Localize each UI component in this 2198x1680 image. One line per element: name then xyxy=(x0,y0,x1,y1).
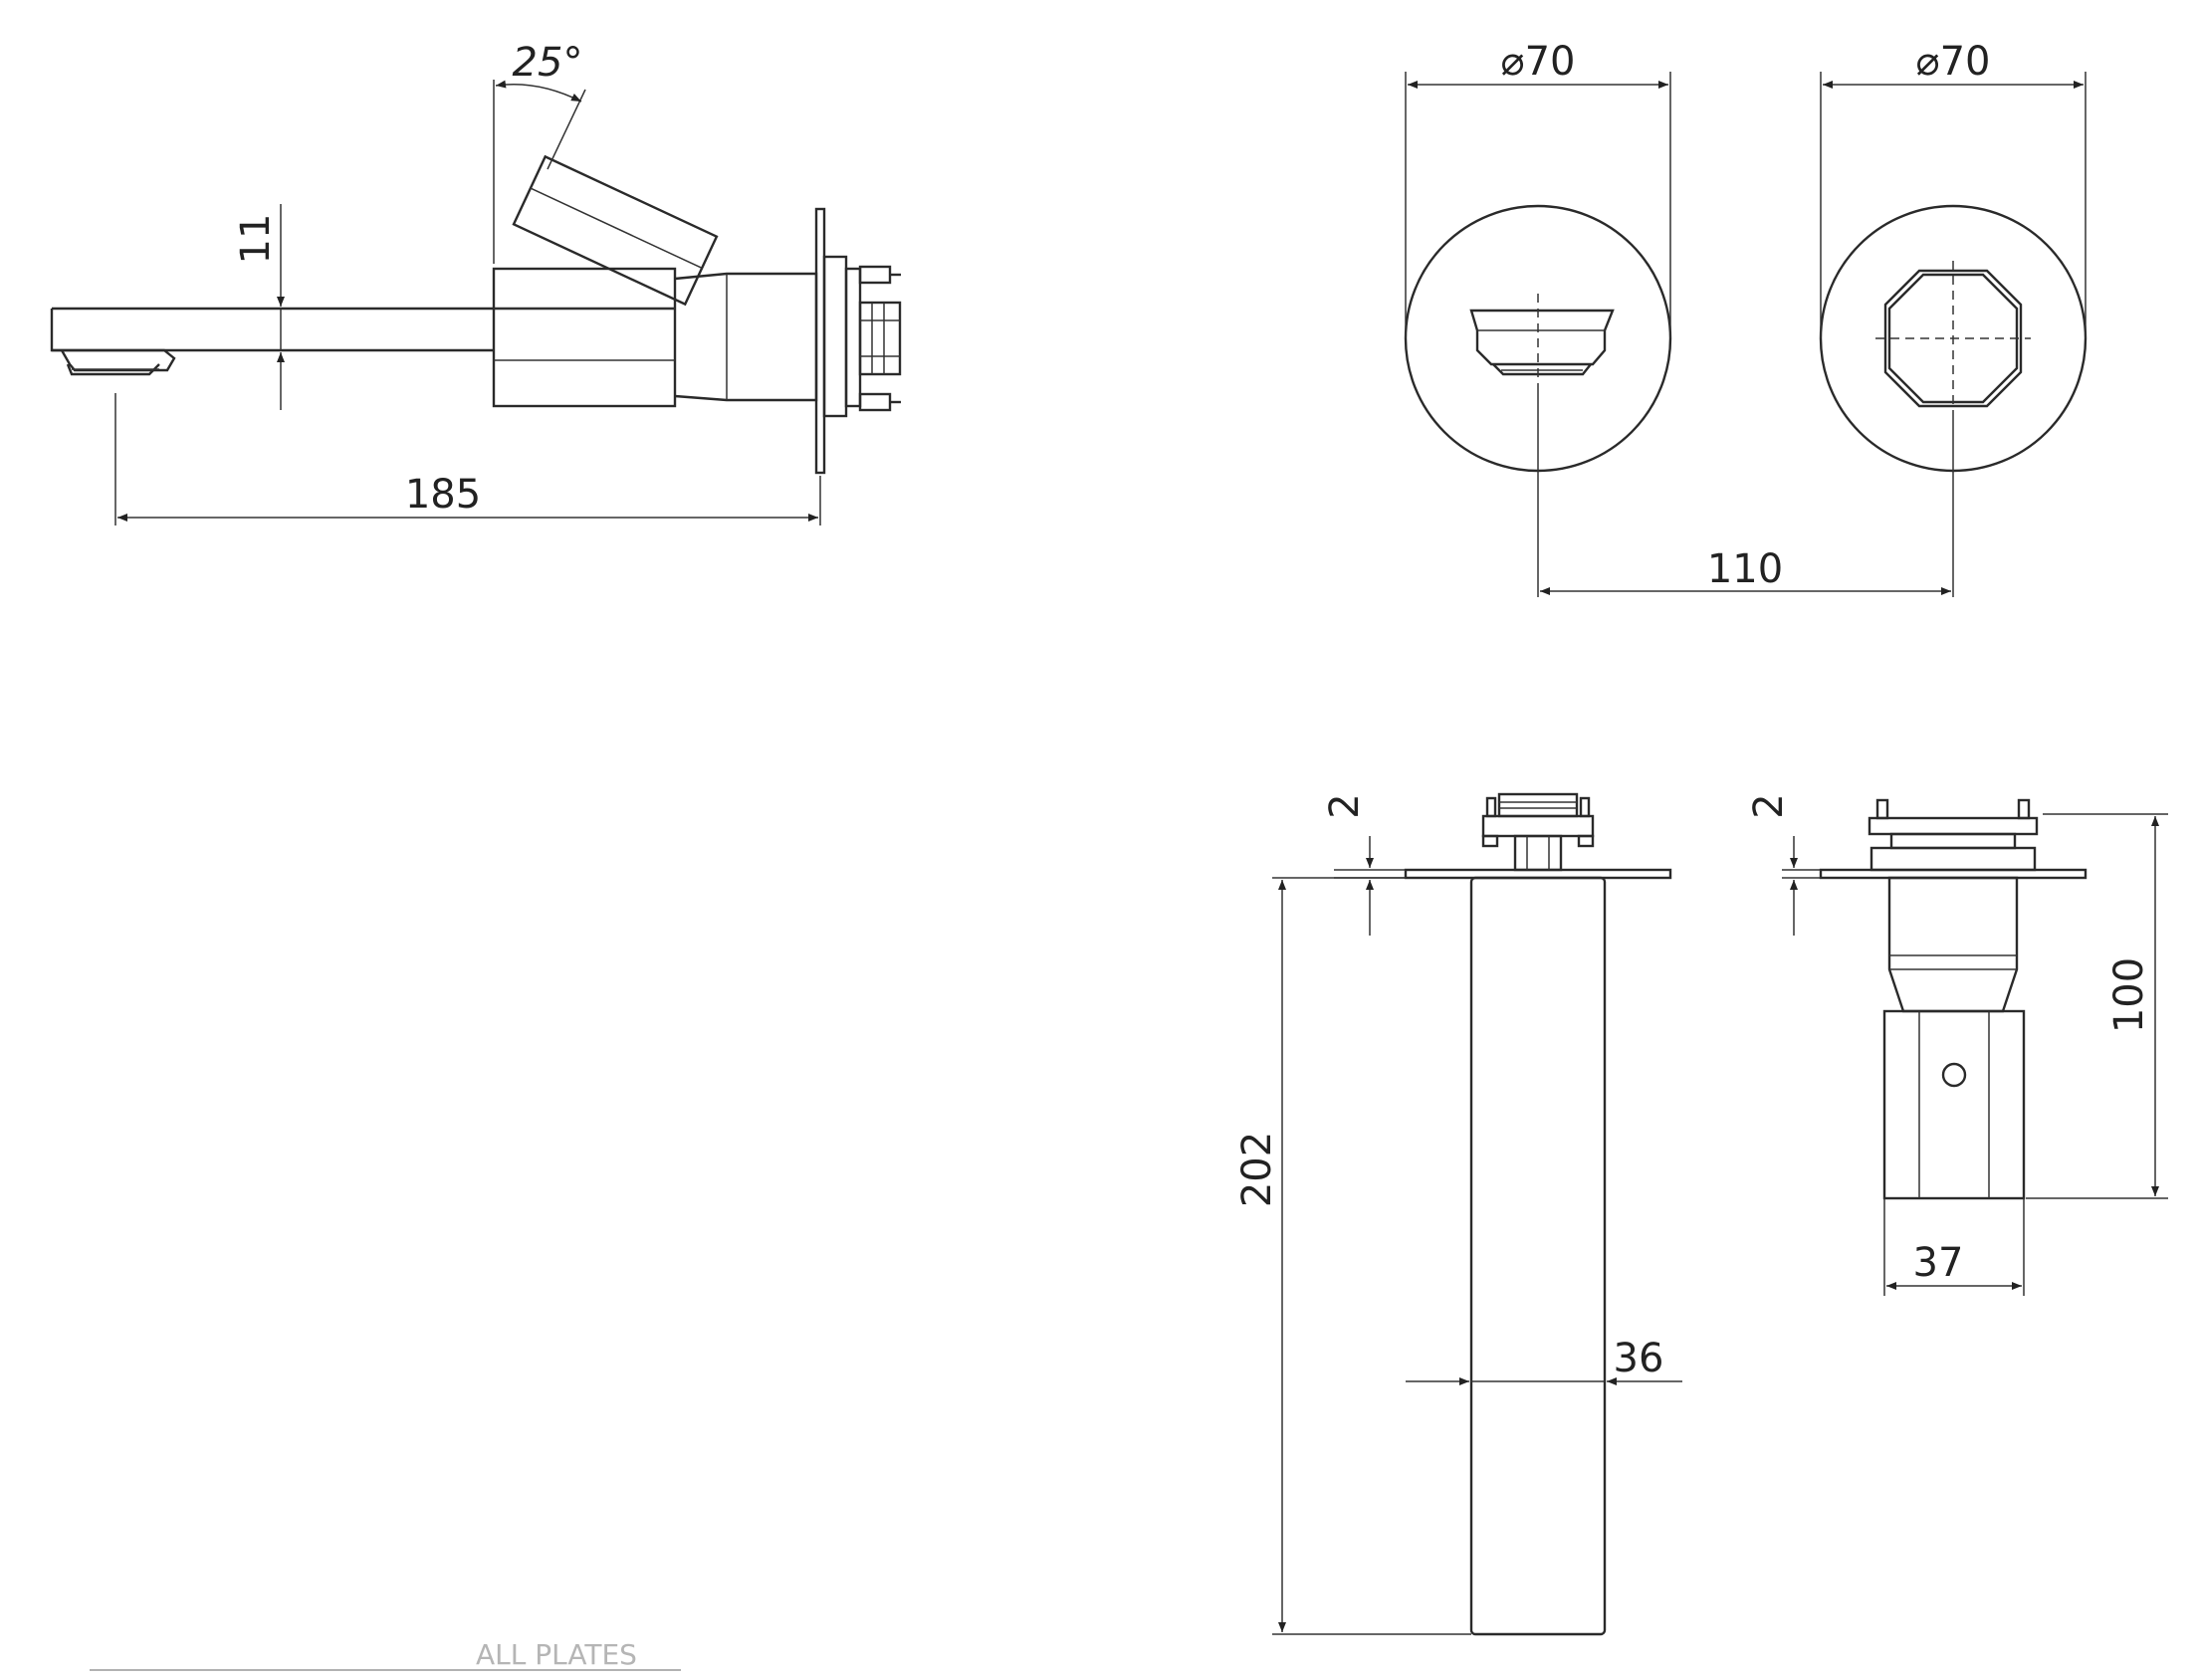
dim-mixer-width: 37 xyxy=(1883,1198,2025,1296)
dim-label: 11 xyxy=(233,214,279,265)
dim-label: 110 xyxy=(1707,546,1783,592)
bottom-view-spout: 2 202 36 xyxy=(1234,792,1682,1636)
dim-mixer-depth: 100 xyxy=(2026,813,2168,1199)
dim-plate-diameter-left: ⌀70 xyxy=(1405,39,1671,338)
dim-lever-angle: 25° xyxy=(493,40,586,264)
mounting-bracket xyxy=(822,255,902,418)
dim-label: 25° xyxy=(513,40,583,86)
front-view-handle: ⌀70 xyxy=(1819,39,2088,597)
side-view: 185 11 25° xyxy=(50,40,902,525)
front-view-spout: ⌀70 xyxy=(1404,39,1672,597)
dim-label: 100 xyxy=(2106,957,2152,1033)
bottom-view-mixer: 2 100 37 xyxy=(1746,793,2168,1296)
faint-note: ALL PLATES xyxy=(90,1638,681,1671)
lever xyxy=(512,154,719,307)
dim-centres: 110 xyxy=(1540,546,1951,595)
dim-label: 202 xyxy=(1234,1132,1280,1207)
dim-spout-height: 11 xyxy=(233,204,285,410)
dim-plate-thickness-left: 2 xyxy=(1322,793,1406,936)
dim-label: 2 xyxy=(1746,793,1792,818)
dim-body-length: 202 xyxy=(1234,877,1471,1635)
dim-label: 37 xyxy=(1913,1240,1964,1286)
dim-label: ⌀70 xyxy=(1501,39,1576,85)
dim-body-width: 36 xyxy=(1406,1336,1682,1385)
dim-plate-thickness-right: 2 xyxy=(1746,793,1821,936)
dim-spout-length: 185 xyxy=(114,393,821,525)
spout xyxy=(50,307,674,376)
dim-label: ⌀70 xyxy=(1916,39,1991,85)
dim-label: 2 xyxy=(1322,793,1368,818)
note-text: ALL PLATES xyxy=(476,1638,637,1671)
dim-label: 185 xyxy=(405,472,481,518)
dim-plate-diameter-right: ⌀70 xyxy=(1820,39,2087,338)
dim-label: 36 xyxy=(1614,1336,1664,1381)
